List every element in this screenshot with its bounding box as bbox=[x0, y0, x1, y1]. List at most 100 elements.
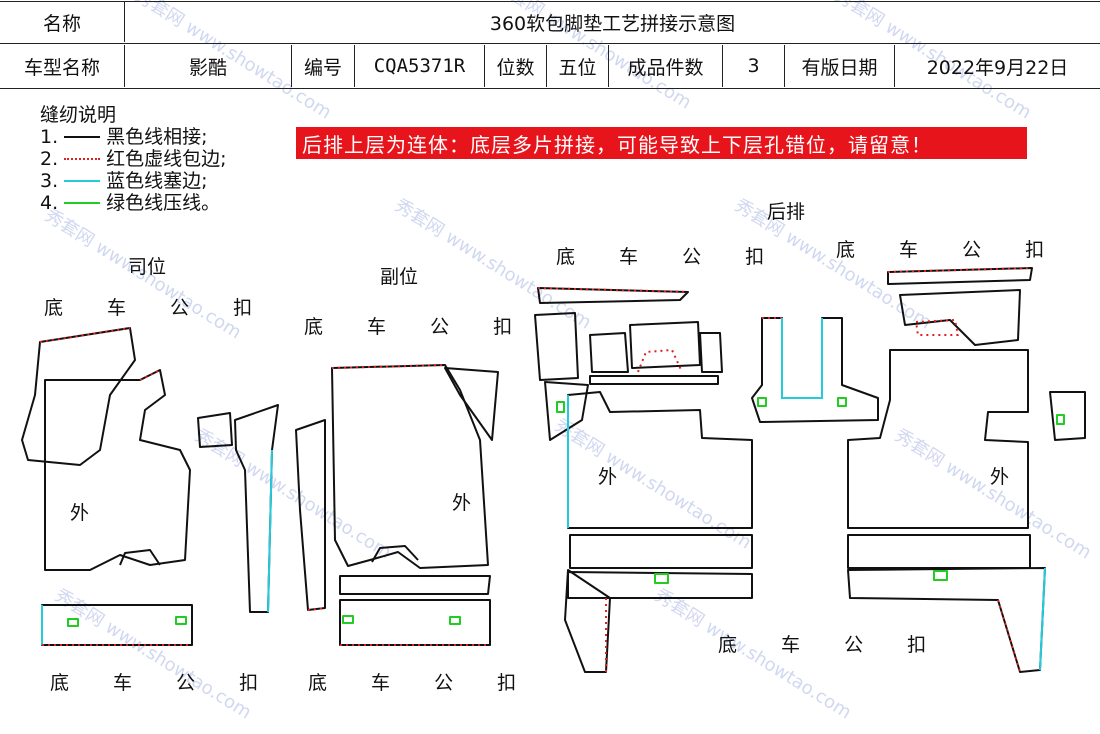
seats-value: 五位 bbox=[547, 45, 609, 87]
clip-label: 底 车 公 扣 bbox=[718, 634, 927, 656]
outer-label: 外 bbox=[70, 502, 90, 524]
clip-label: 底 车 公 扣 bbox=[44, 297, 253, 319]
driver-bottom-strip bbox=[41, 604, 193, 646]
name-label: 名称 bbox=[0, 2, 125, 42]
green-line-swatch bbox=[64, 202, 101, 204]
legend-num: 2. bbox=[40, 148, 59, 170]
green-stitch-mark bbox=[556, 401, 565, 413]
date-label: 有版日期 bbox=[785, 45, 895, 87]
rear-right-bottom-bar bbox=[847, 534, 1031, 569]
passenger-main-piece bbox=[331, 364, 489, 569]
legend-num: 1. bbox=[40, 126, 59, 148]
rear-red-arch bbox=[637, 349, 683, 373]
clip-label: 底 车 公 扣 bbox=[304, 316, 513, 338]
green-stitch-mark bbox=[67, 618, 79, 627]
rear-tunnel-box bbox=[699, 332, 723, 373]
legend-num: 3. bbox=[40, 170, 59, 192]
clip-label: 底 车 公 扣 bbox=[308, 672, 517, 694]
center-tunnel-piece bbox=[751, 317, 879, 423]
rear-left-mat bbox=[534, 287, 753, 673]
passenger-side-piece bbox=[444, 367, 499, 441]
clip-label: 底 车 公 扣 bbox=[50, 672, 259, 694]
passenger-left-strip bbox=[295, 419, 326, 611]
driver-main-piece bbox=[44, 369, 191, 571]
rear-red-edge bbox=[537, 287, 689, 293]
rear-right-mat bbox=[847, 267, 1086, 673]
rear-red-edge bbox=[997, 599, 1021, 673]
black-line-swatch bbox=[64, 136, 101, 138]
rear-bottom-bar bbox=[569, 534, 753, 569]
car-label: 车型名称 bbox=[0, 45, 125, 87]
legend-text: 黑色线相接; bbox=[106, 126, 208, 148]
center-blue-edge bbox=[781, 318, 823, 399]
green-stitch-mark bbox=[1056, 414, 1065, 425]
clip-label: 底 车 公 扣 bbox=[556, 246, 765, 268]
section-passenger: 副位 bbox=[380, 266, 419, 288]
driver-blue-edge bbox=[267, 449, 273, 613]
green-stitch-mark bbox=[175, 616, 187, 625]
legend-item: 3. 蓝色线塞边; bbox=[40, 170, 227, 192]
count-label: 成品件数 bbox=[609, 45, 723, 87]
passenger-bottom-strip bbox=[339, 599, 491, 646]
rear-red-edge bbox=[887, 267, 1033, 273]
info-table: 名称 360软包脚垫工艺拼接示意图 车型名称 影酷 编号 CQA5371R 位数… bbox=[0, 0, 1100, 90]
outer-label: 外 bbox=[990, 466, 1010, 488]
outer-label: 外 bbox=[598, 466, 618, 488]
clip-label: 底 车 公 扣 bbox=[836, 239, 1045, 261]
rear-tunnel-box bbox=[629, 321, 701, 369]
legend-title: 缝纫说明 bbox=[40, 104, 117, 126]
rear-red-arch bbox=[915, 319, 959, 336]
green-stitch-mark bbox=[933, 570, 948, 581]
legend-text: 绿色线压线。 bbox=[106, 192, 221, 214]
legend-item: 2. 红色虚线包边; bbox=[40, 148, 227, 170]
green-stitch-mark bbox=[757, 397, 767, 407]
green-stitch-mark bbox=[837, 397, 847, 407]
rear-lower-piece bbox=[564, 569, 611, 673]
car-value: 影酷 bbox=[125, 45, 292, 87]
passenger-heel-bar bbox=[339, 575, 491, 595]
rear-right-lower bbox=[847, 567, 1046, 673]
green-stitch-mark bbox=[342, 615, 354, 624]
rear-left-flap bbox=[544, 381, 589, 441]
driver-mat bbox=[21, 327, 279, 646]
passenger-red-edge bbox=[331, 364, 446, 369]
date-value: 2022年9月22日 bbox=[926, 56, 1069, 79]
outer-label: 外 bbox=[452, 492, 472, 514]
legend-item: 1. 黑色线相接; bbox=[40, 126, 227, 148]
code-value: CQA5371R bbox=[355, 45, 485, 87]
rear-bar bbox=[589, 375, 719, 385]
rear-right-flap bbox=[1049, 391, 1086, 441]
rear-top-strip bbox=[537, 287, 689, 304]
warning-banner: 后排上层为连体：底层多片拼接，可能导致上下层孔错位，请留意！ bbox=[296, 127, 1027, 159]
legend-num: 4. bbox=[40, 192, 59, 214]
legend-text: 红色虚线包边; bbox=[106, 148, 227, 170]
code-label: 编号 bbox=[292, 45, 355, 87]
green-stitch-mark bbox=[654, 573, 669, 584]
passenger-mat bbox=[295, 364, 499, 646]
driver-pedal-piece bbox=[197, 412, 233, 448]
rear-right-main bbox=[847, 349, 1029, 529]
count-value: 3 bbox=[723, 45, 785, 87]
driver-red-edge bbox=[139, 369, 161, 381]
diagram-title: 360软包脚垫工艺拼接示意图 bbox=[489, 12, 736, 35]
rear-blue-edge bbox=[1039, 567, 1046, 671]
passenger-heel-pad bbox=[371, 545, 419, 563]
rear-bottom-strip bbox=[567, 571, 753, 599]
rear-main-piece bbox=[567, 391, 753, 529]
driver-tunnel-piece bbox=[234, 404, 279, 613]
rear-side-piece bbox=[534, 312, 579, 381]
section-driver: 司位 bbox=[128, 256, 167, 278]
green-stitch-mark bbox=[449, 616, 461, 625]
legend-item: 4. 绿色线压线。 bbox=[40, 192, 227, 214]
rear-right-arch bbox=[899, 289, 1021, 346]
sewing-legend: 缝纫说明 1. 黑色线相接; 2. 红色虚线包边; 3. 蓝色线塞边; 4. 绿… bbox=[40, 104, 227, 214]
blue-line-swatch bbox=[64, 180, 101, 182]
rear-center-mat bbox=[751, 317, 879, 423]
driver-heel-pad bbox=[119, 549, 161, 566]
red-dotted-swatch bbox=[64, 158, 101, 160]
section-rear: 后排 bbox=[767, 201, 806, 223]
legend-text: 蓝色线塞边; bbox=[106, 170, 208, 192]
driver-side-piece bbox=[21, 327, 136, 466]
seats-label: 位数 bbox=[485, 45, 547, 87]
